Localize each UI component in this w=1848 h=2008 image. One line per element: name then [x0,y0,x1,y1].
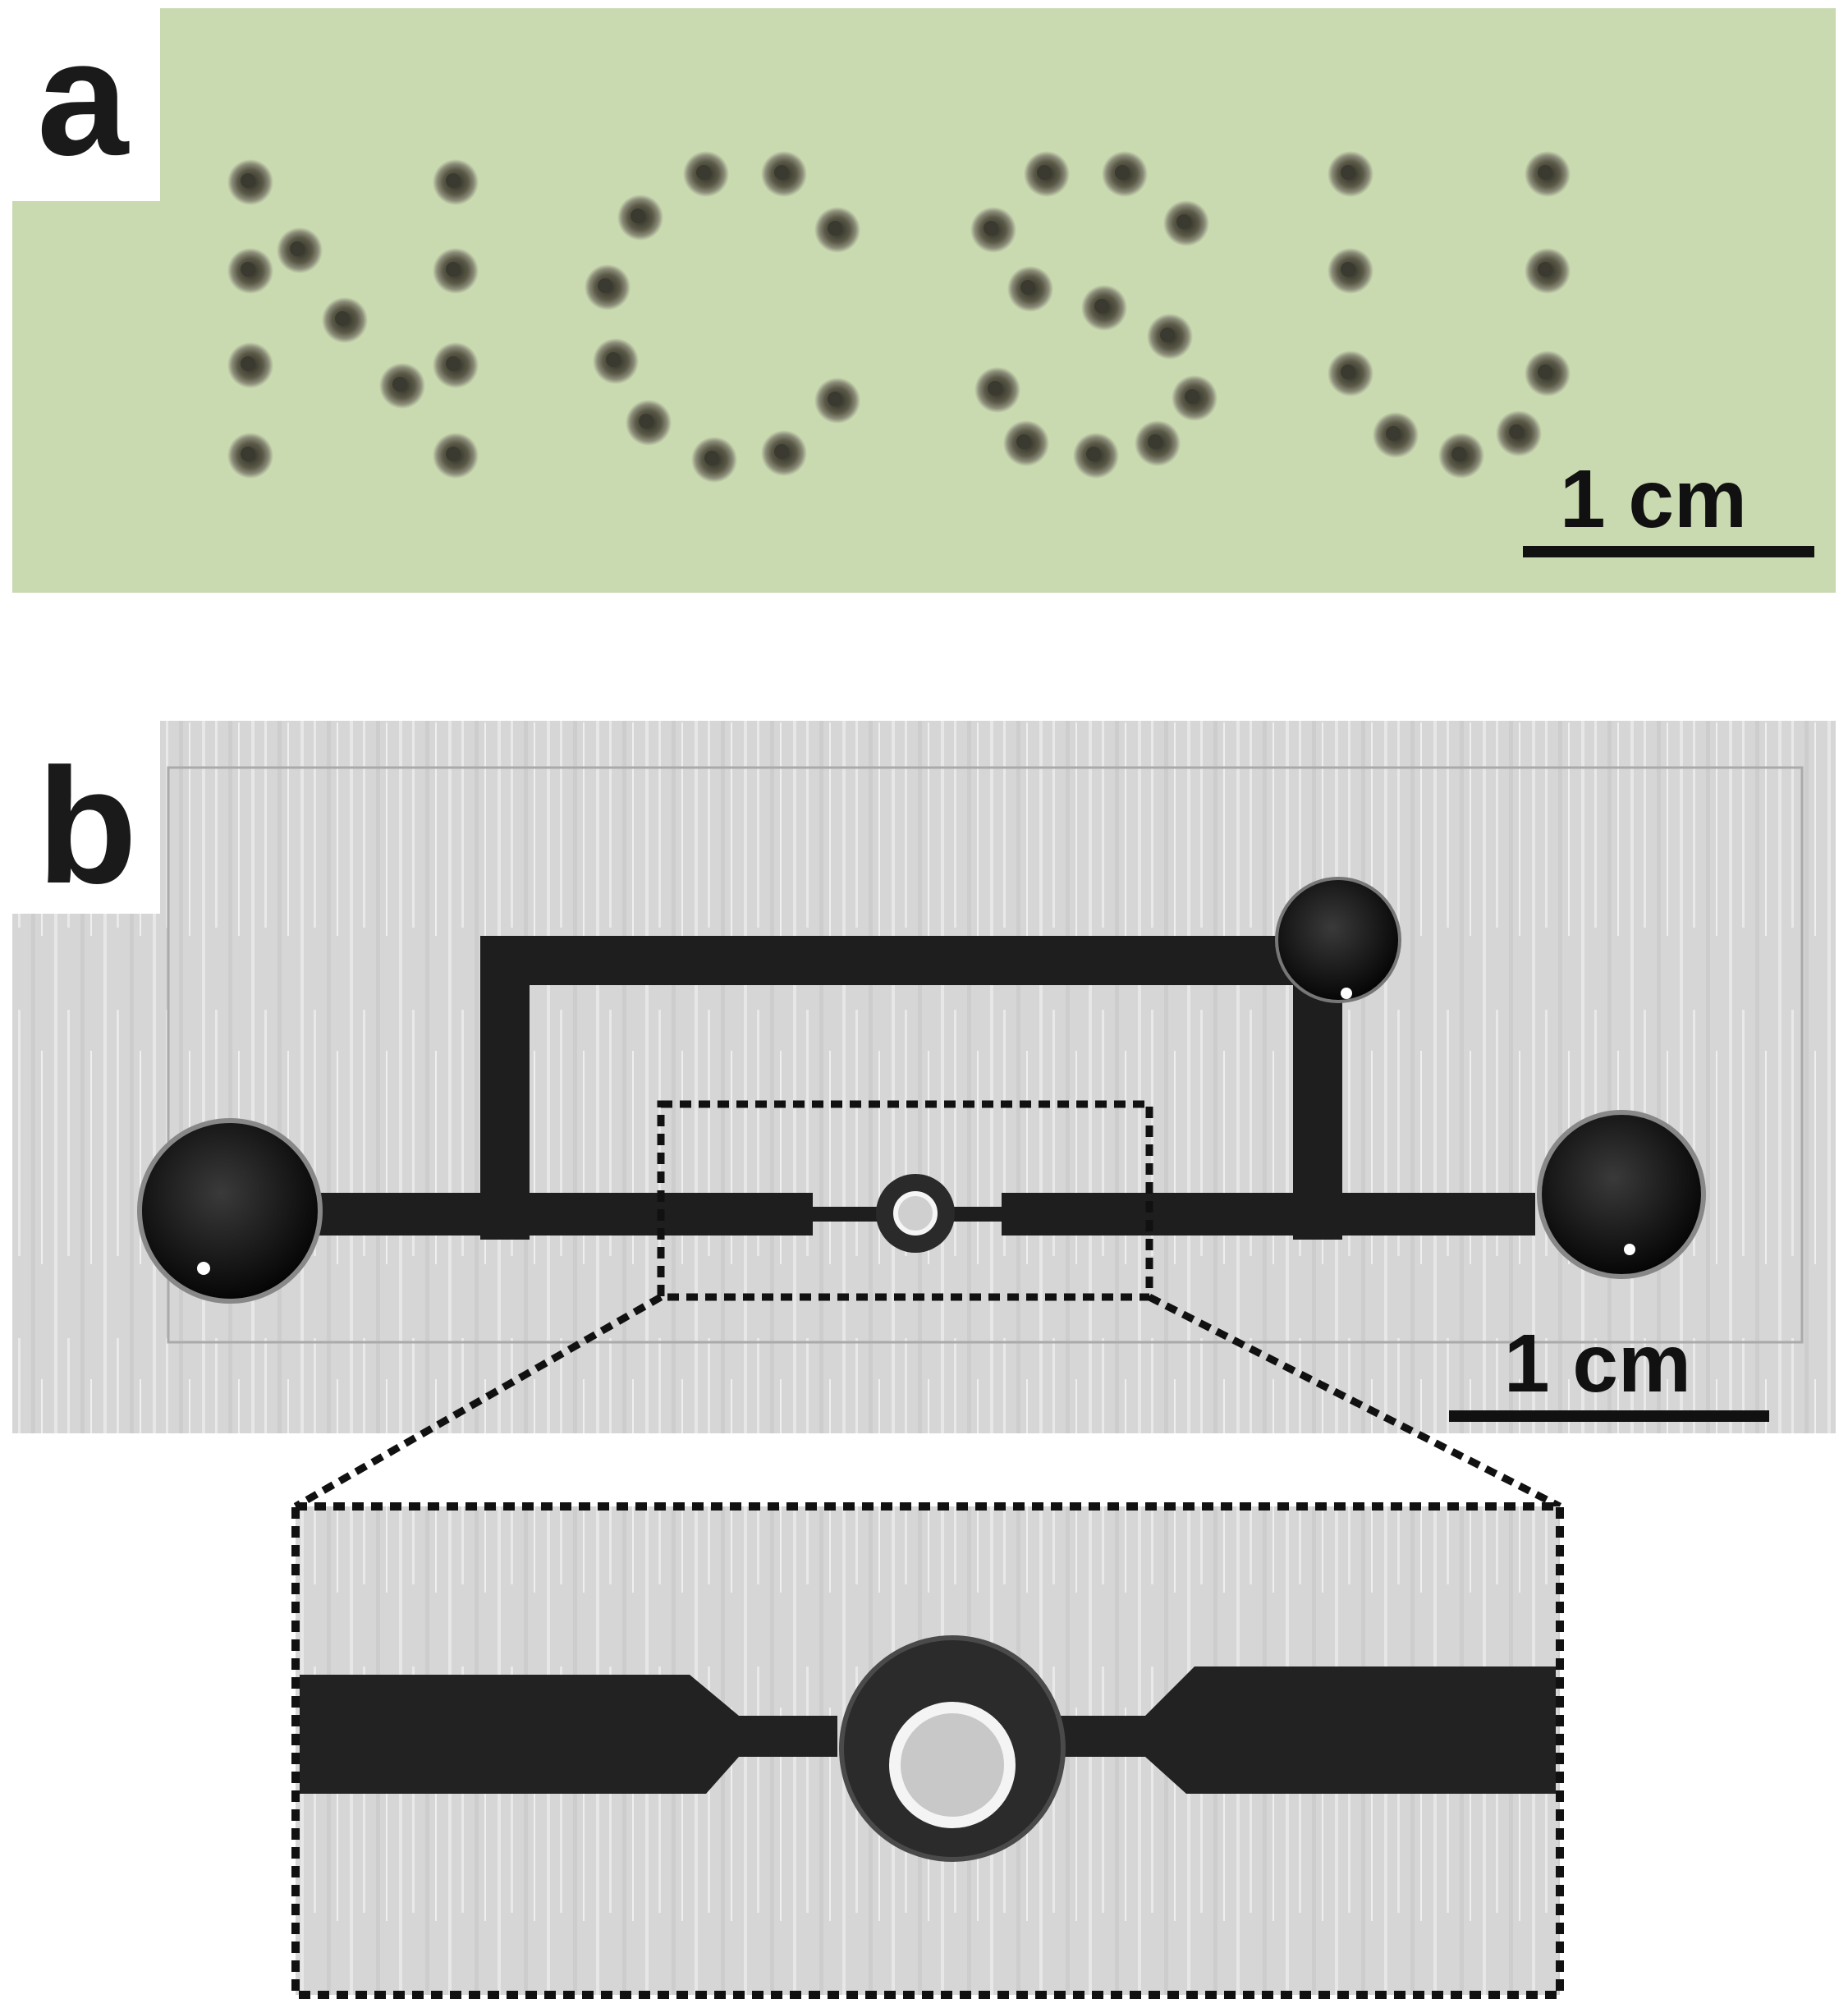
well-center [1341,165,1355,180]
zoom-inset [291,1502,1564,1999]
well-center [988,381,1002,396]
reservoir-right-highlight [1624,1244,1635,1255]
well-center [335,311,350,326]
well-center [828,221,842,236]
well-center [598,278,612,293]
well-center [1538,262,1552,277]
well-center [828,392,842,406]
well-array [227,151,1571,483]
panel-a-scale-label: 1 cm [1560,453,1747,545]
panel-b-photo [12,721,1836,1433]
well-center [1538,165,1552,180]
well-center [696,165,711,180]
well-center [774,444,789,459]
zoom-region-box [657,1100,1153,1301]
well-center [1094,299,1109,314]
well-center [1115,165,1130,180]
upper-loop-channel [480,936,1301,985]
well-center [704,451,719,465]
chip-outline [167,766,1804,1344]
zoom-channel-left [300,1675,837,1794]
well-center [774,165,789,180]
panel-a-scale-bar [1523,546,1814,557]
well-center [1341,364,1355,379]
well-center [446,173,461,188]
well-center [1185,389,1199,404]
well-center [1037,165,1052,180]
well-center [1176,214,1191,229]
panel-b: b 1 cm [12,721,1836,1511]
reservoir-top-right [1275,877,1401,1003]
reservoir-right [1537,1110,1706,1279]
zoom-connector-left [293,1294,663,1510]
well-center [241,447,255,461]
well-center [606,352,621,367]
panel-b-label-box [12,721,160,914]
well-center [1341,262,1355,277]
well-center [446,262,461,277]
main-channel-right [1002,1193,1535,1236]
well-center [392,377,407,392]
panel-b-label: b [37,735,137,918]
well-center [1160,328,1175,342]
left-vertical-channel [480,936,530,1240]
well-center [639,414,653,429]
well-center [1509,424,1524,439]
zoom-connector-right [1147,1293,1562,1511]
well-center [241,356,255,371]
well-center [446,447,461,461]
main-channel-left [312,1193,813,1236]
panel-a-label-box [12,8,160,201]
well-center [1451,447,1466,461]
well-center [241,262,255,277]
panel-b-scale-bar [1449,1410,1769,1422]
reservoir-left [137,1118,323,1304]
panel-a: a 1 cm [12,7,1836,593]
well-center [446,356,461,371]
central-well [893,1191,938,1236]
reservoir-left-highlight [197,1262,210,1275]
well-center [631,209,645,223]
panel-a-photo [12,8,1836,593]
well-center [1386,426,1401,441]
well-center [984,221,998,236]
zoom-channel-right [1059,1666,1556,1794]
well-center [241,173,255,188]
panel-a-label: a [37,7,130,190]
zoom-central-well [889,1702,1016,1828]
well-center [1538,364,1552,379]
zoom-inset-border [291,1502,1564,1999]
reservoir-top-right-highlight [1341,988,1352,999]
channel-network [312,936,1535,1240]
well-center [290,241,305,256]
well-center [1020,280,1035,295]
panel-b-scale-label: 1 cm [1504,1318,1691,1410]
well-center [1148,434,1162,449]
well-center [1016,434,1031,449]
well-center [1086,447,1101,461]
